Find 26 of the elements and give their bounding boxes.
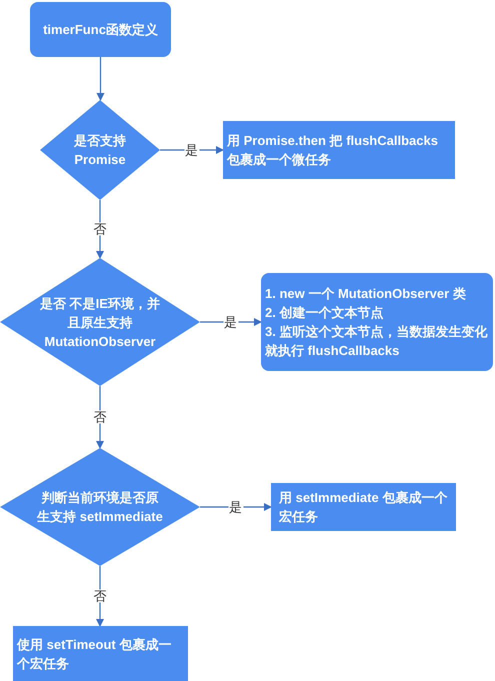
node-text: 1. new 一个 MutationObserver 类 bbox=[265, 285, 466, 303]
edge-label: 否 bbox=[92, 590, 108, 602]
edge-label: 是 bbox=[184, 144, 199, 156]
process-box bbox=[261, 273, 493, 371]
edge-label: 否 bbox=[92, 222, 108, 236]
node-text: 用 setImmediate 包裹成一个宏任务 bbox=[279, 489, 448, 526]
node-text: 使用 setTimeout 包裹成一个宏任务 bbox=[17, 636, 172, 672]
node-text: 用 Promise.then 把 flushCallbacks 包裹成一个微任务 bbox=[227, 132, 439, 169]
process-box bbox=[30, 2, 171, 57]
node-text: 是否 不是IE环境，并且原生支持 MutationObserver bbox=[39, 294, 161, 350]
node-text: timerFunc函数定义 bbox=[43, 21, 158, 39]
arrow bbox=[96, 57, 104, 101]
arrow bbox=[96, 200, 104, 259]
edge-label: 是 bbox=[228, 500, 243, 514]
decision-diamond bbox=[0, 448, 200, 566]
node-text: 判断当前环境是否原生支持 setImmediate bbox=[36, 489, 164, 526]
process-box bbox=[271, 483, 456, 531]
edge-label: 是 bbox=[223, 316, 238, 328]
decision-diamond bbox=[0, 258, 200, 386]
node-text: 是否支持 Promise bbox=[73, 132, 127, 169]
edge-label: 否 bbox=[92, 410, 108, 424]
process-box bbox=[223, 121, 455, 179]
process-box bbox=[13, 626, 188, 681]
node-text: 2. 创建一个文本节点 bbox=[265, 304, 384, 322]
decision-diamond bbox=[40, 100, 160, 200]
node-text: 3. 监听这个文本节点，当数据发生变化就执行 flushCallbacks bbox=[265, 323, 488, 360]
